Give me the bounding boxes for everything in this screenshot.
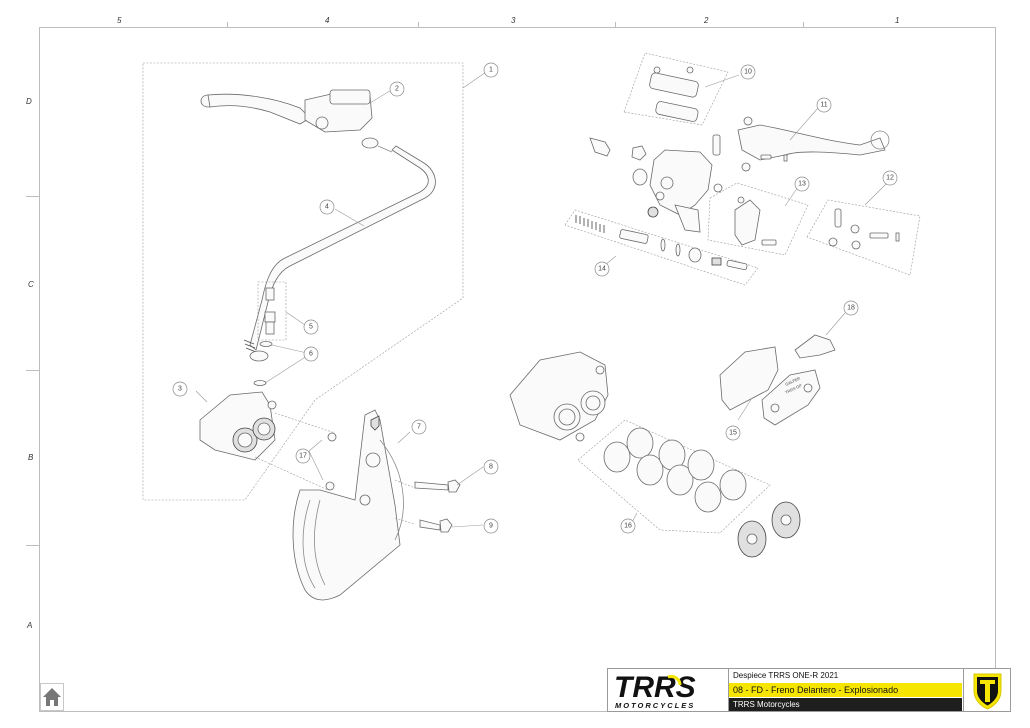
- brake-pads: GALFER TRRS GP: [719, 346, 821, 426]
- svg-text:3: 3: [178, 386, 182, 393]
- callout-7: 7: [411, 419, 427, 435]
- brake-lever-right: [737, 116, 890, 172]
- svg-text:13: 13: [798, 181, 806, 188]
- piston-kit-boundary: [564, 209, 759, 286]
- svg-text:5: 5: [309, 324, 313, 331]
- reservoir-cap-boundary: [623, 52, 729, 126]
- column-label-3: 3: [511, 16, 516, 25]
- callout-12: 12: [882, 170, 898, 186]
- leader-lines: [195, 71, 888, 528]
- master-cylinder-body: [632, 134, 723, 233]
- column-tick: [803, 22, 804, 28]
- document-title: Despiece TRRS ONE-R 2021: [733, 671, 839, 680]
- pistons-seals: [603, 427, 747, 513]
- svg-text:10: 10: [744, 69, 752, 76]
- callout-17: 17: [295, 448, 311, 464]
- bolt-9: [419, 519, 441, 531]
- callout-4: 4: [319, 199, 335, 215]
- handlebar-clamp: [734, 199, 761, 246]
- callout-14: 14: [594, 261, 610, 277]
- callout-18: 18: [843, 300, 859, 316]
- row-label-c: C: [28, 280, 34, 289]
- row-tick: [26, 370, 39, 371]
- svg-text:7: 7: [417, 424, 421, 431]
- svg-text:1: 1: [489, 67, 493, 74]
- callout-1: 1: [483, 62, 499, 78]
- master-cylinder-assembly: [200, 89, 393, 153]
- callout-8: 8: [483, 459, 499, 475]
- column-tick: [615, 22, 616, 28]
- reservoir-cap: [649, 66, 699, 122]
- svg-text:15: 15: [729, 430, 737, 437]
- callout-10: 10: [740, 64, 756, 80]
- svg-text:4: 4: [325, 204, 329, 211]
- row-tick: [26, 545, 39, 546]
- column-label-2: 2: [704, 16, 709, 25]
- svg-text:9: 9: [489, 523, 493, 530]
- return-spring: [575, 215, 605, 233]
- svg-text:18: 18: [847, 305, 855, 312]
- callout-16: 16: [620, 518, 636, 534]
- row-label-d: D: [26, 97, 32, 106]
- callout-5: 5: [303, 319, 319, 335]
- shield-icon: [973, 673, 1002, 710]
- svg-text:14: 14: [598, 266, 606, 273]
- svg-text:12: 12: [886, 175, 894, 182]
- section-title: 08 - FD - Freno Delantero - Explosionado: [729, 683, 962, 697]
- callout-11: 11: [816, 97, 832, 113]
- column-label-1: 1: [895, 16, 900, 25]
- logo-text-sub: MOTORCYCLES: [615, 701, 695, 710]
- callout-15: 15: [725, 425, 741, 441]
- logo-accent: [667, 675, 682, 686]
- svg-text:16: 16: [624, 523, 632, 530]
- home-icon: [43, 688, 61, 706]
- pad-marking-1: GALFER: [784, 376, 801, 387]
- callout-9: 9: [483, 518, 499, 534]
- svg-text:2: 2: [395, 86, 399, 93]
- title-block: TRRS MOTORCYCLES Despiece TRRS ONE-R 202…: [607, 668, 1011, 712]
- pad-spring: [794, 334, 836, 359]
- callout-2: 2: [389, 81, 405, 97]
- svg-text:11: 11: [820, 102, 827, 109]
- seal-kit-boundary: [577, 419, 771, 534]
- column-tick: [418, 22, 419, 28]
- svg-text:17: 17: [299, 453, 307, 460]
- bleeder-fitting: [589, 137, 647, 161]
- trrs-shield-logo: [963, 669, 1011, 711]
- row-tick: [26, 196, 39, 197]
- brake-hose: [249, 145, 436, 351]
- callout-13: 13: [794, 176, 810, 192]
- column-tick: [227, 22, 228, 28]
- pivot-kit-boundary: [806, 199, 921, 276]
- disc-guard: [292, 409, 404, 601]
- column-label-4: 4: [325, 16, 330, 25]
- washer-17b: [325, 481, 335, 491]
- svg-text:6: 6: [309, 351, 313, 358]
- row-label-b: B: [28, 453, 34, 462]
- sheet-frame: [39, 27, 996, 712]
- brake-caliper-left: [199, 391, 277, 461]
- column-label-5: 5: [117, 16, 122, 25]
- home-button[interactable]: [40, 683, 64, 711]
- bolt-8: [414, 481, 449, 491]
- callout-6: 6: [303, 346, 319, 362]
- row-label-a: A: [27, 621, 33, 630]
- trrs-logo: TRRS MOTORCYCLES: [608, 669, 729, 711]
- logo-text-main: TRRS: [614, 671, 696, 704]
- clamp-kit-boundary: [707, 182, 809, 256]
- assembly-boundary-1: [142, 62, 464, 501]
- callout-3: 3: [172, 381, 188, 397]
- brake-caliper-right: [509, 351, 609, 442]
- washer-17a: [327, 432, 337, 442]
- company-name: TRRS Motorcycles: [729, 698, 962, 711]
- svg-text:8: 8: [489, 464, 493, 471]
- banjo-kit-boundary: [257, 281, 287, 341]
